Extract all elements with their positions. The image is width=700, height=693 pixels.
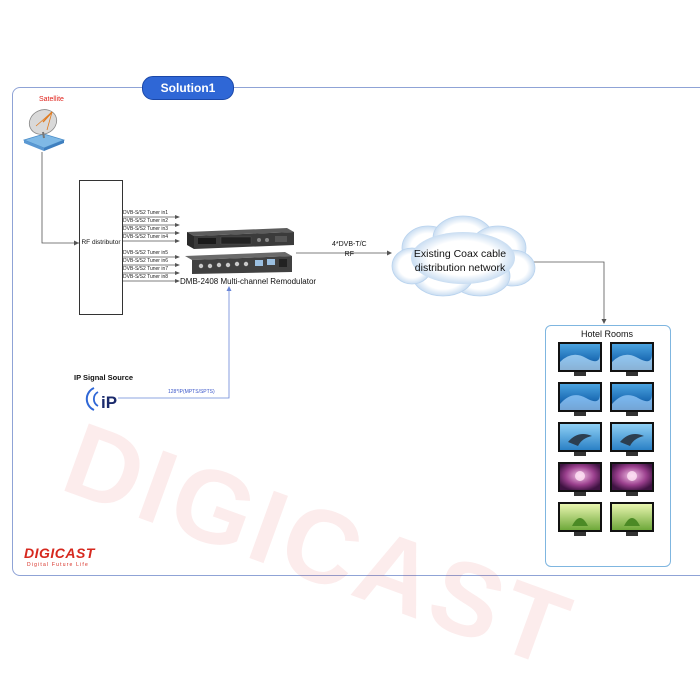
tv-row-4: [558, 462, 654, 496]
hotel-rooms-title: Hotel Rooms: [580, 329, 634, 339]
remodulator-device-icon[interactable]: [183, 222, 298, 274]
tuner-in5-label: DVB-S/S2 Tuner in5: [123, 250, 169, 256]
tuner-in1-label: DVB-S/S2 Tuner in1: [123, 210, 169, 216]
ip-source-label: IP Signal Source: [74, 373, 134, 382]
brand-logo: DIGICAST: [24, 545, 95, 561]
satellite-feed-line: [41, 152, 79, 244]
rf-distributor-box[interactable]: [79, 180, 123, 315]
cloud-to-hotel-line: [530, 261, 605, 322]
tuner-in2-label: DVB-S/S2 Tuner in2: [123, 218, 169, 224]
tuner-in8-label: DVB-S/S2 Tuner in8: [123, 274, 169, 280]
tv-row-1: [558, 342, 654, 376]
rf-output-label: 4*DVB-T/C RF: [332, 240, 367, 260]
tuner-in6-label: DVB-S/S2 Tuner in6: [123, 258, 169, 264]
rf-output-label-line2: RF: [344, 251, 354, 258]
tuner-in4-label: DVB-S/S2 Tuner in4: [123, 234, 169, 240]
arrow-head: [74, 240, 79, 246]
device-label: DMB-2408 Multi-channel Remodulator: [180, 277, 317, 286]
hotel-tv-grid: [558, 342, 654, 536]
rf-distributor-label: RF distributor: [81, 239, 121, 246]
satellite-label: Satellite: [39, 96, 64, 103]
tuner-arrow-heads: [175, 215, 180, 283]
tuner-in7-label: DVB-S/S2 Tuner in7: [123, 266, 169, 272]
satellite-dish-icon: [22, 109, 66, 151]
tv-row-5: [558, 502, 654, 536]
connection-lines: [41, 152, 607, 399]
cloud-icon: [391, 215, 536, 297]
rf-output-label-line1: 4*DVB-T/C: [332, 241, 367, 248]
tuner-arrows: [121, 216, 178, 282]
solution-tab[interactable]: Solution1: [142, 76, 234, 100]
ip-stream-label: 128*IP(MPTS/SPTS): [168, 389, 215, 395]
cloud-label: Existing Coax cable distribution network: [413, 248, 507, 274]
tv-row-3: [558, 422, 654, 456]
ip-signal-icon: iP: [85, 387, 117, 412]
solution-frame: [12, 87, 700, 576]
tv-row-2: [558, 382, 654, 416]
ip-stream-line: [118, 288, 230, 399]
ip-glyph: iP: [101, 393, 117, 412]
tuner-in3-label: DVB-S/S2 Tuner in3: [123, 226, 169, 232]
brand-slogan: Digital Future Life: [27, 562, 89, 568]
